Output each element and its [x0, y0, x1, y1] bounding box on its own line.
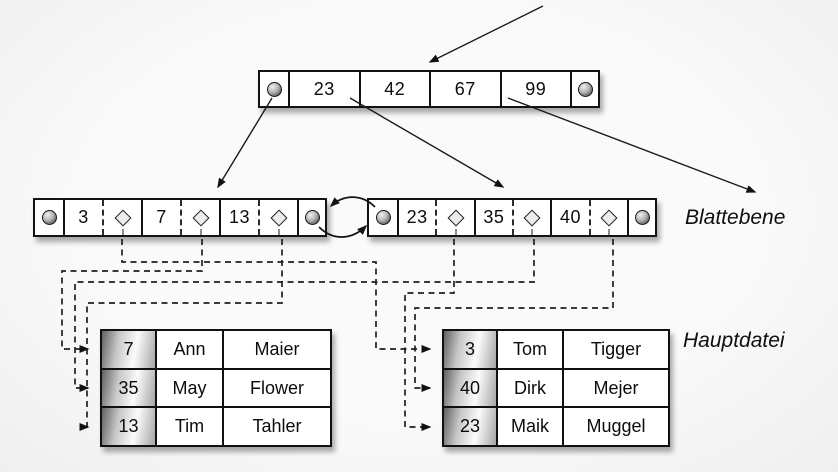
key-value: 35	[483, 207, 505, 227]
key-value: 7	[156, 207, 167, 227]
label-leaf-level: Blattebene	[685, 206, 786, 229]
record-first_name-cell: Ann	[155, 331, 222, 368]
record-first_name-cell: May	[155, 369, 222, 407]
record-last_name-cell: Muggel	[562, 408, 668, 446]
record-pointer-slot	[512, 200, 550, 235]
label-main-file: Hauptdatei	[683, 329, 785, 352]
pointer-cell	[627, 200, 655, 235]
record-pointer-slot	[435, 200, 473, 235]
key-value: 42	[384, 78, 406, 99]
record-key-cell: 40	[444, 369, 496, 407]
record-key-cell: 3	[444, 331, 496, 368]
record-key-cell: 7	[102, 331, 155, 368]
record-pointer-slot	[180, 200, 219, 235]
record-pointer-slot	[102, 200, 141, 235]
key-cell: 3	[63, 200, 141, 235]
record-first_name-cell: Tom	[496, 331, 562, 368]
key-cell: 40	[550, 200, 627, 235]
record-pointer-diamond-icon	[270, 209, 287, 226]
key-cell: 13	[219, 200, 297, 235]
pointer-cell	[297, 200, 325, 235]
record-last_name-cell: Flower	[222, 369, 330, 407]
record-pointer-diamond-icon	[114, 209, 131, 226]
root-pointer-arrow-right-leaf	[349, 97, 505, 188]
pointer-dot-icon	[634, 210, 650, 225]
record-pointer-slot	[258, 200, 297, 235]
key-value: 99	[525, 78, 547, 99]
record-pointer-diamond-icon	[600, 209, 618, 226]
key-cell: 35	[473, 200, 551, 235]
record-last_name-cell: Mejer	[562, 369, 668, 407]
pointer-cell	[260, 72, 288, 106]
key-value: 40	[560, 207, 582, 227]
pointer-cell	[570, 72, 598, 106]
key-cell: 23	[288, 72, 359, 106]
record-pointer-diamond-icon	[192, 209, 209, 226]
root-pointer-arrow-offpage	[507, 97, 757, 193]
btree-root-node: 23 42 67 99	[258, 70, 600, 108]
key-value: 13	[228, 207, 251, 227]
key-cell: 42	[358, 72, 430, 106]
root-pointer-arrow-left-leaf	[217, 97, 273, 189]
record-key-cell: 13	[102, 408, 155, 446]
record-key-cell: 35	[102, 369, 155, 407]
record-first_name-cell: Dirk	[496, 369, 562, 407]
key-cell: 23	[397, 200, 474, 235]
key-value: 3	[78, 207, 89, 227]
record-pointer-diamond-icon	[447, 209, 465, 226]
pointer-dot-icon	[41, 210, 57, 225]
btree-leaf-node-left: 3 7 13	[33, 198, 327, 237]
pointer-dot-icon	[266, 81, 282, 97]
record-last_name-cell: Tahler	[222, 408, 330, 446]
key-cell: 67	[429, 72, 500, 106]
pointer-dot-icon	[577, 81, 593, 97]
record-first_name-cell: Maik	[496, 408, 562, 446]
pointer-dot-icon	[375, 210, 391, 225]
key-cell: 7	[141, 200, 219, 235]
pointer-cell	[369, 200, 397, 235]
record-last_name-cell: Maier	[222, 331, 330, 368]
key-value: 23	[313, 78, 335, 99]
record-pointer-slot	[588, 200, 627, 235]
record-last_name-cell: Tigger	[562, 331, 668, 368]
key-value: 23	[406, 207, 428, 227]
key-value: 67	[454, 78, 476, 99]
btree-leaf-node-right: 23 35 40	[367, 198, 657, 237]
incoming-root-arrow	[428, 5, 544, 63]
record-key-cell: 23	[444, 408, 496, 446]
pointer-dot-icon	[304, 210, 320, 225]
record-first_name-cell: Tim	[155, 408, 222, 446]
key-cell: 99	[499, 72, 571, 106]
record-pointer-diamond-icon	[523, 209, 541, 226]
pointer-cell	[35, 200, 63, 235]
